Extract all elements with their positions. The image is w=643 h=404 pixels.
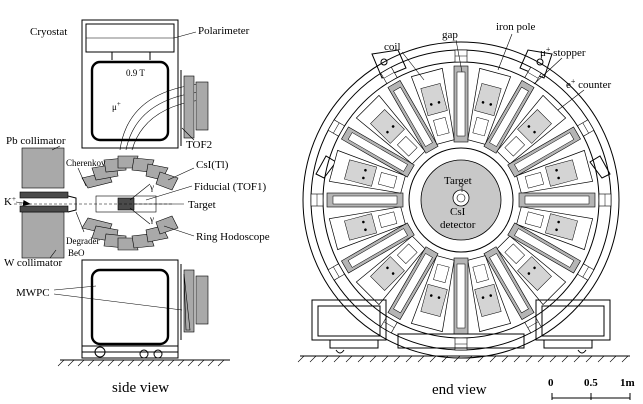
label-degrader: Degrader [66,236,99,246]
scale-tick-0: 0 [548,377,554,389]
magnet-sector [496,222,595,306]
label-mwpc: MWPC [16,287,50,299]
label-kaon: K+ [4,195,16,208]
label-ring-hodoscope: Ring Hodoscope [196,231,270,243]
label-field-strength: 0.9 T [126,68,145,78]
magnet-sector [467,246,542,334]
end-view-support [297,299,630,363]
lower-magnet-cryostat [81,259,209,359]
magnet-sector [453,49,512,145]
magnet-sector [380,66,455,154]
side-leader-lines [15,31,197,311]
magnet-sector [310,149,406,208]
upper-magnet-cryostat [81,19,209,151]
label-pb-collimator: Pb collimator [6,135,66,147]
scale-tick-1m: 1m [620,377,635,389]
side-view-drawing [14,19,230,367]
side-view-caption: side view [112,380,169,396]
label-gamma-lower: γ [149,214,154,224]
outer-yoke-ring [302,41,620,359]
label-gap: gap [442,29,458,41]
label-iron-pole: iron pole [496,21,536,33]
label-csi-line2: detector [440,219,476,231]
label-tof2: TOF2 [186,139,212,151]
label-end-target: Target [444,175,472,187]
magnet-sector [410,255,469,351]
label-csi-line1: CsI [450,206,466,218]
target-core [452,189,470,207]
end-leader-lines [401,33,585,192]
magnet-sector [483,66,567,165]
scale-bar: 0 0.5 1m [548,377,635,400]
magnet-sectors [310,49,612,351]
label-gamma-upper: γ [149,182,154,192]
end-view-drawing [297,33,630,363]
magnet-sector [355,235,439,334]
w-collimator [21,211,65,259]
magnet-sector [327,94,426,178]
gamma-line-lower [129,207,151,225]
pb-collimator [21,147,65,189]
side-floor [57,359,230,367]
gamma-line-upper [129,183,151,201]
label-beo: BeO [68,248,85,258]
label-cherenkov: Cherenkov [66,158,106,168]
end-view-labels: coil gap iron pole μ+ stopper e+ counter… [384,21,611,398]
beam-degrader-upper [19,191,69,199]
label-positron-counter: e+ counter [566,77,611,91]
label-fiducial-tof1: Fiducial (TOF1) [194,181,267,193]
label-mu-stopper: μ+ stopper [540,45,586,59]
scale-tick-half: 0.5 [584,377,598,389]
label-w-collimator: W collimator [4,257,62,269]
magnet-sector [327,206,415,281]
label-coil: coil [384,41,401,53]
end-view-caption: end view [432,382,487,398]
label-target: Target [188,199,216,211]
label-polarimeter: Polarimeter [198,25,250,37]
magnet-sector [507,119,595,194]
csi-crystal-array [81,155,179,251]
magnet-sector [516,192,612,251]
label-csi-tl: CsI(Tl) [196,159,229,171]
label-cryostat: Cryostat [30,26,67,38]
beam-degrader-lower [19,205,69,213]
label-muon: μ+ [112,100,121,112]
side-view-labels: Cryostat Polarimeter 0.9 T μ+ TOF2 Pb co… [4,25,270,396]
